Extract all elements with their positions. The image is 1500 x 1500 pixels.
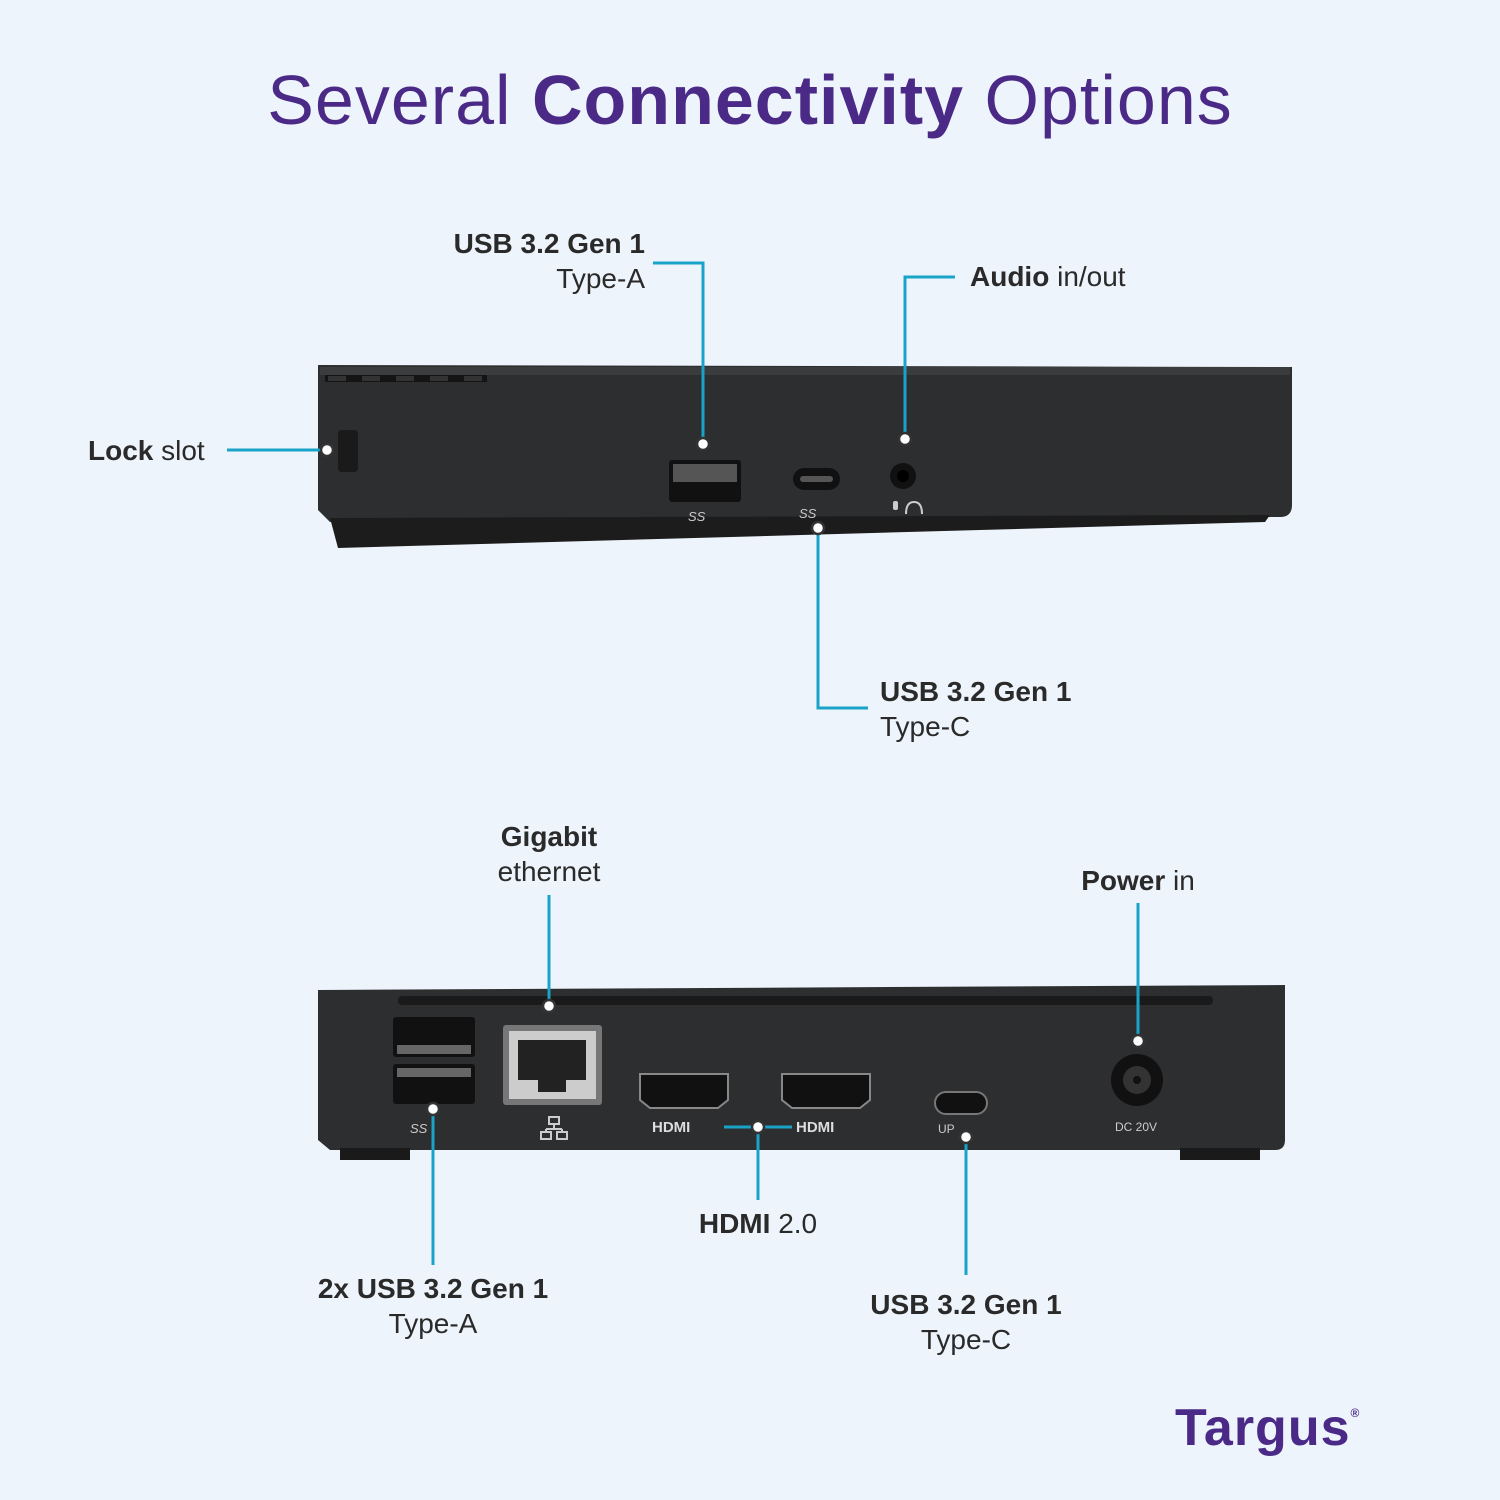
lock-slot <box>338 430 358 472</box>
front-dock-device: SS SS <box>318 365 1292 548</box>
label-hdmi: HDMI 2.0 <box>698 1208 818 1239</box>
label-usb-a: USB 3.2 Gen 1 Type-A <box>453 228 645 294</box>
ss-mark-2: SS <box>799 506 817 521</box>
label-ethernet: Gigabit ethernet <box>497 821 601 887</box>
label-usb-a-2x: 2x USB 3.2 Gen 1 Type-A <box>317 1273 549 1339</box>
label-lock: Lock slot <box>88 435 205 466</box>
up-mark: UP <box>938 1122 955 1136</box>
ss-mark-1: SS <box>688 509 706 524</box>
mic-headphone-icon <box>893 500 923 515</box>
hdmi-port-1 <box>639 1073 729 1109</box>
label-audio: Audio in/out <box>970 261 1126 292</box>
hdmi-mark-2: HDMI <box>796 1119 834 1136</box>
usb-c-up-port <box>934 1091 988 1115</box>
brand-logo: Targus® <box>1175 1399 1361 1457</box>
label-power: Power in <box>1081 865 1195 896</box>
ss-mark-3: SS <box>410 1121 428 1136</box>
label-usb-c: USB 3.2 Gen 1 Type-C <box>880 676 1072 742</box>
hdmi-port-2 <box>781 1073 871 1109</box>
hdmi-mark-1: HDMI <box>652 1119 690 1136</box>
label-usb-c-up: USB 3.2 Gen 1 Type-C <box>870 1289 1062 1355</box>
page-title: Several Connectivity Options <box>267 61 1233 139</box>
callout-dots <box>319 431 1146 1145</box>
rear-dock-device: HDMI HDMI UP DC 20V SS <box>318 985 1285 1160</box>
network-icon <box>540 1116 568 1140</box>
dc-mark: DC 20V <box>1115 1120 1157 1134</box>
